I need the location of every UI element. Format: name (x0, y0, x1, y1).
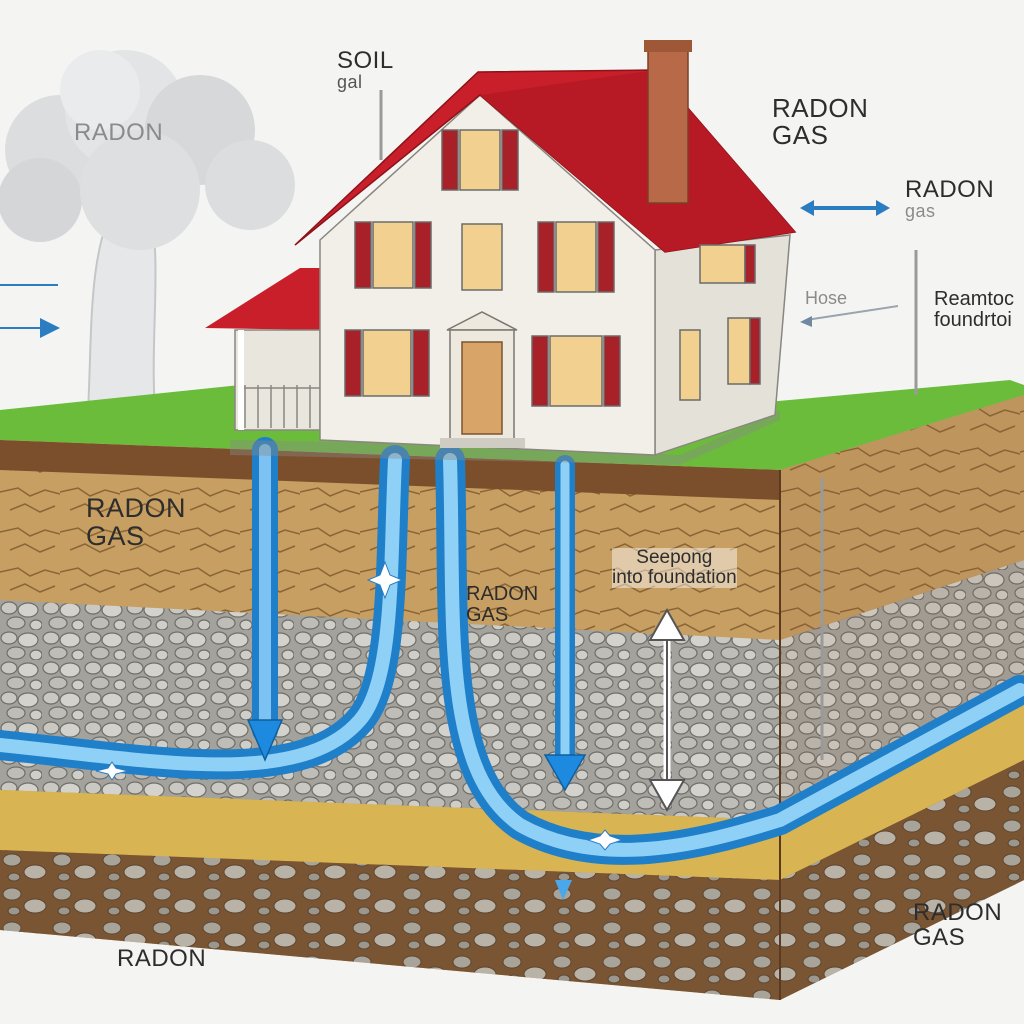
sparkle-icon (95, 560, 624, 851)
house-icon (205, 40, 797, 465)
soil-gas-label: SOIL gal (337, 47, 394, 93)
cloud-label: RADON (74, 119, 164, 146)
radon-gas-left-label: RADON GAS (86, 493, 187, 552)
label-arrows (800, 200, 899, 327)
ground-cross-section (0, 380, 1024, 1000)
vent-rods (379, 90, 918, 760)
chimney-icon (644, 40, 692, 204)
radon-gas-right-label: RADON gas (905, 176, 995, 222)
arrow-icon (246, 607, 686, 900)
radon-gas-bottom-right-label: RADON GAS (913, 899, 1003, 952)
radon-gas-top-label: RADON GAS (772, 93, 869, 151)
left-arrows (0, 284, 60, 338)
seeping-label: Seepong into foundation (612, 547, 737, 588)
radon-bottom-label: RADON (117, 945, 207, 972)
radon-gas-mid-label: RADON GAS (466, 583, 539, 626)
radon-cloud-icon (0, 50, 295, 411)
house-faint-label: Hose (805, 288, 848, 308)
radon-foundation-label: Reamtoc foundrtoi (934, 288, 1015, 331)
pipe-icon (0, 437, 1024, 865)
